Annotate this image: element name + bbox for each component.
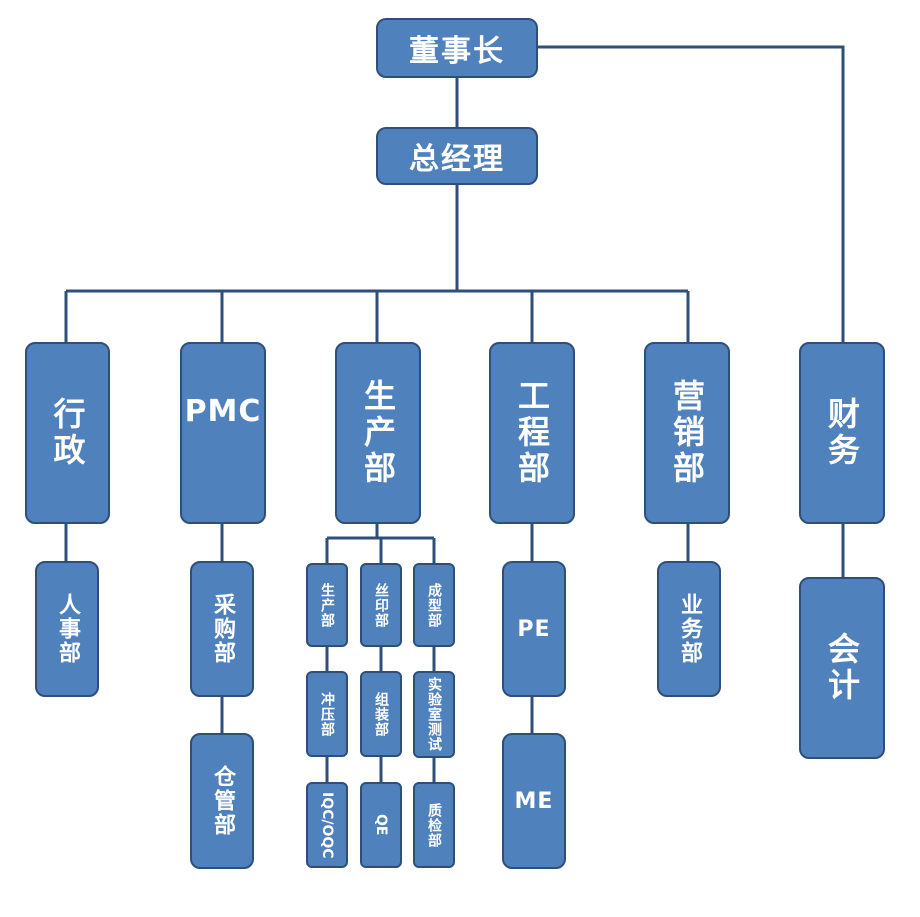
- pmc-dept-box: PMC: [180, 342, 266, 524]
- silk-screen-box: 丝印部: [360, 563, 402, 647]
- engineering-dept-box: 工程部: [489, 342, 575, 524]
- qe-box: QE: [360, 782, 402, 868]
- hr-box: 人事部: [35, 561, 99, 697]
- admin-dept-box: 行政: [25, 342, 110, 524]
- marketing-dept-box: 营销部: [644, 342, 730, 524]
- production-dept-box: 生产部: [335, 342, 421, 524]
- finance-dept-box: 财务: [799, 342, 885, 524]
- business-box: 业务部: [657, 561, 721, 697]
- lab-test-box: 实验室测试: [413, 671, 455, 758]
- accounting-box: 会计: [799, 577, 885, 759]
- stamping-box: 冲压部: [306, 671, 348, 757]
- me-box: ME: [502, 733, 566, 869]
- pe-box: PE: [502, 561, 566, 697]
- production-sub-box: 生产部: [306, 563, 348, 647]
- iqc-oqc-box: IQC/OQC: [306, 782, 348, 868]
- chairman-box: 董事长: [376, 18, 538, 78]
- warehouse-box: 仓管部: [190, 733, 254, 869]
- forming-box: 成型部: [413, 563, 455, 647]
- quality-inspection-box: 质检部: [413, 782, 455, 868]
- general-manager-box: 总经理: [376, 127, 538, 185]
- assembly-box: 组装部: [360, 671, 402, 757]
- purchasing-box: 采购部: [190, 561, 254, 697]
